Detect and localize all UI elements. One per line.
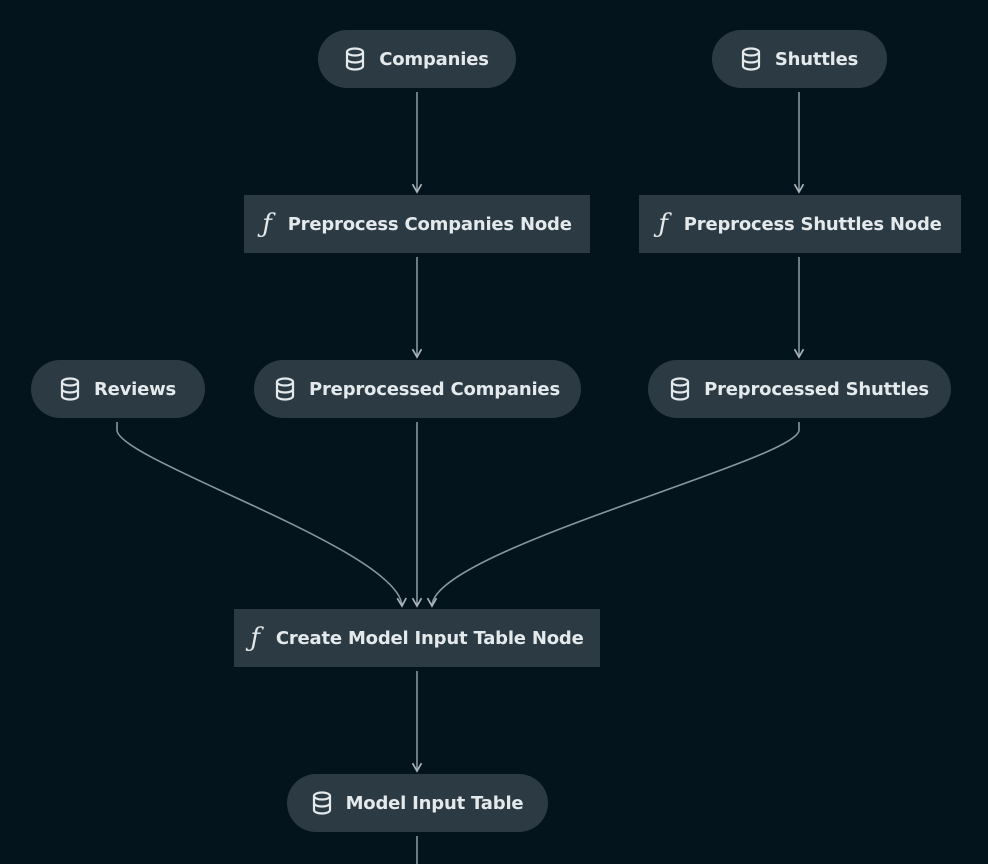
- node-label: Preprocess Companies Node: [287, 213, 572, 235]
- function-icon: ƒ: [262, 209, 272, 239]
- node-label: Reviews: [93, 378, 177, 400]
- database-icon: [312, 791, 332, 815]
- node-label: Shuttles: [774, 48, 859, 70]
- task-node-create-model-input-table[interactable]: ƒ Create Model Input Table Node: [234, 609, 600, 667]
- edge-preprocessed-shuttles-to-create-model-input: [426, 422, 800, 608]
- database-icon: [60, 377, 80, 401]
- node-label: Preprocessed Shuttles: [704, 378, 929, 400]
- database-icon: [741, 47, 761, 71]
- dataset-node-model-input-table[interactable]: Model Input Table: [287, 774, 548, 832]
- node-label: Companies: [379, 48, 489, 70]
- dataset-node-shuttles[interactable]: Shuttles: [712, 30, 887, 88]
- database-icon: [345, 47, 365, 71]
- dataset-node-preprocessed-companies[interactable]: Preprocessed Companies: [254, 360, 581, 418]
- node-label: Preprocessed Companies: [309, 378, 560, 400]
- task-node-preprocess-companies[interactable]: ƒ Preprocess Companies Node: [244, 195, 590, 253]
- task-node-preprocess-shuttles[interactable]: ƒ Preprocess Shuttles Node: [639, 195, 961, 253]
- function-icon: ƒ: [250, 623, 260, 653]
- function-icon: ƒ: [658, 209, 668, 239]
- dataset-node-preprocessed-shuttles[interactable]: Preprocessed Shuttles: [648, 360, 951, 418]
- node-label: Preprocess Shuttles Node: [683, 213, 942, 235]
- dataset-node-reviews[interactable]: Reviews: [31, 360, 205, 418]
- database-icon: [670, 377, 690, 401]
- node-label: Create Model Input Table Node: [275, 627, 584, 649]
- database-icon: [275, 377, 295, 401]
- node-label: Model Input Table: [345, 792, 524, 814]
- edge-reviews-to-create-model-input: [116, 422, 407, 608]
- dataset-node-companies[interactable]: Companies: [318, 30, 516, 88]
